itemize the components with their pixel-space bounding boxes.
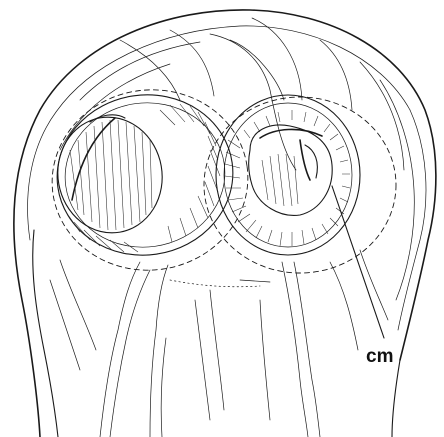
cm-label: cm — [366, 346, 393, 367]
ducts — [50, 250, 388, 437]
body-outline — [14, 10, 436, 437]
left-sucker-hatching — [66, 104, 220, 252]
right-sucker — [204, 95, 396, 273]
left-sucker — [40, 77, 259, 283]
cm-pointer-line — [332, 186, 384, 338]
